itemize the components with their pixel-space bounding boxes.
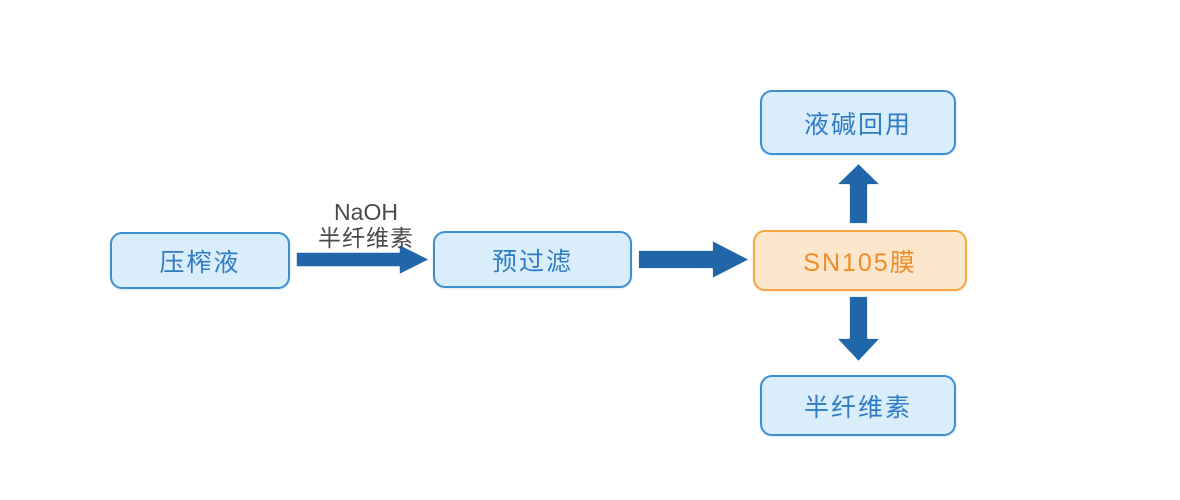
edge-label-line2: 半纤维素	[318, 224, 414, 251]
node-alkali-reuse-label: 液碱回用	[803, 110, 912, 139]
edge-label-naoh: NaOH 半纤维素	[296, 199, 436, 252]
node-press-liquid[interactable]: 压榨液	[110, 232, 290, 289]
node-hemicellulose[interactable]: 半纤维素	[760, 375, 956, 436]
node-prefilter-label: 预过滤	[491, 247, 573, 276]
node-membrane-sn105[interactable]: SN105膜	[753, 230, 967, 291]
node-hemicellulose-label: 半纤维素	[803, 393, 912, 422]
arrow-membrane-to-alkali	[835, 162, 882, 225]
edge-label-line1: NaOH	[334, 199, 398, 225]
node-membrane-sn105-label: SN105膜	[803, 248, 917, 277]
arrow-prefilter-to-membrane	[637, 239, 751, 280]
node-press-liquid-label: 压榨液	[159, 248, 241, 277]
node-prefilter[interactable]: 预过滤	[433, 231, 632, 288]
arrow-membrane-to-hemicellulose	[835, 295, 882, 363]
node-alkali-reuse[interactable]: 液碱回用	[760, 90, 956, 155]
